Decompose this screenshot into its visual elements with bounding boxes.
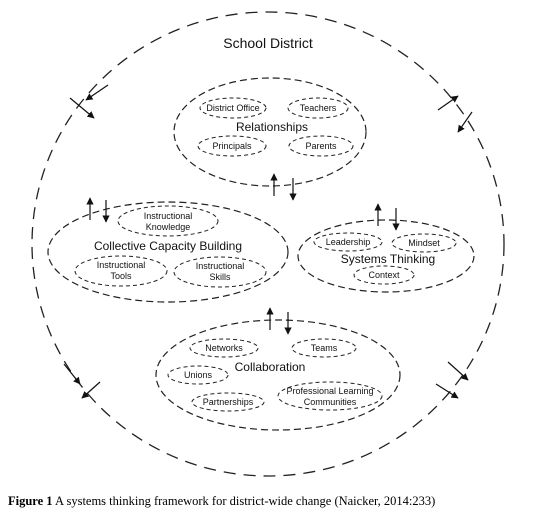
mindset-node (391, 233, 457, 253)
figure-caption: Figure 1 A systems thinking framework fo… (8, 494, 533, 509)
collaboration-label: Collaboration (235, 360, 306, 374)
teachers-label: Teachers (300, 103, 337, 113)
framework-diagram-svg: School District District Office Teachers… (31, 11, 505, 477)
boundary-arrow-bottom-right (435, 361, 469, 399)
context-label: Context (368, 270, 400, 280)
teams-label: Teams (311, 343, 338, 353)
capacity-building-group: Instructional Knowledge Collective Capac… (47, 201, 289, 303)
principals-node (197, 135, 267, 157)
partnerships-label: Partnerships (203, 397, 254, 407)
teams-node (291, 338, 357, 358)
school-district-boundary (31, 11, 505, 477)
figure-number: Figure 1 (8, 494, 53, 508)
unions-node (167, 365, 229, 385)
parents-label: Parents (305, 141, 337, 151)
leadership-label: Leadership (326, 237, 371, 247)
mindset-label: Mindset (408, 238, 440, 248)
professional-learning-communities-label: Professional Learning (286, 386, 373, 396)
partnerships-node (191, 392, 265, 412)
networks-node (189, 338, 259, 358)
instructional-knowledge-label-2: Knowledge (146, 222, 191, 232)
district-office-node (199, 97, 267, 119)
relationships-group: District Office Teachers Relationships P… (173, 77, 367, 187)
instructional-skills-label-2: Skills (209, 272, 231, 282)
instructional-tools-label: Instructional (97, 260, 146, 270)
collaboration-exchange-arrows (266, 307, 292, 335)
figure-caption-text: A systems thinking framework for distric… (52, 494, 436, 508)
teachers-node (287, 97, 349, 119)
systems-exchange-arrows (374, 203, 400, 231)
instructional-knowledge-label: Instructional (144, 211, 193, 221)
networks-label: Networks (205, 343, 243, 353)
relationships-exchange-arrows (270, 173, 297, 201)
leadership-node (313, 232, 383, 252)
instructional-tools-label-2: Tools (110, 271, 132, 281)
instructional-tools-node (74, 255, 168, 287)
collaboration-group: Networks Teams Collaboration Unions Part… (155, 319, 401, 431)
principals-label: Principals (212, 141, 252, 151)
relationships-label: Relationships (236, 120, 308, 134)
systems-thinking-group: Leadership Mindset Systems Thinking Cont… (297, 219, 475, 293)
instructional-skills-node (173, 256, 267, 288)
context-node (353, 265, 415, 285)
school-district-label: School District (223, 35, 313, 51)
boundary-arrow-bottom-left (63, 363, 101, 399)
capacity-building-label: Collective Capacity Building (94, 239, 242, 253)
boundary-arrow-top-right (437, 95, 473, 133)
professional-learning-communities-label-2: Communities (304, 397, 357, 407)
systems-thinking-label: Systems Thinking (341, 252, 435, 266)
instructional-knowledge-node (117, 205, 219, 237)
instructional-skills-label: Instructional (196, 261, 245, 271)
district-office-label: District Office (206, 103, 259, 113)
capacity-exchange-arrows (86, 197, 110, 223)
parents-node (288, 135, 354, 157)
boundary-arrow-top-left (69, 84, 109, 119)
unions-label: Unions (184, 370, 213, 380)
professional-learning-communities-node (277, 381, 383, 411)
